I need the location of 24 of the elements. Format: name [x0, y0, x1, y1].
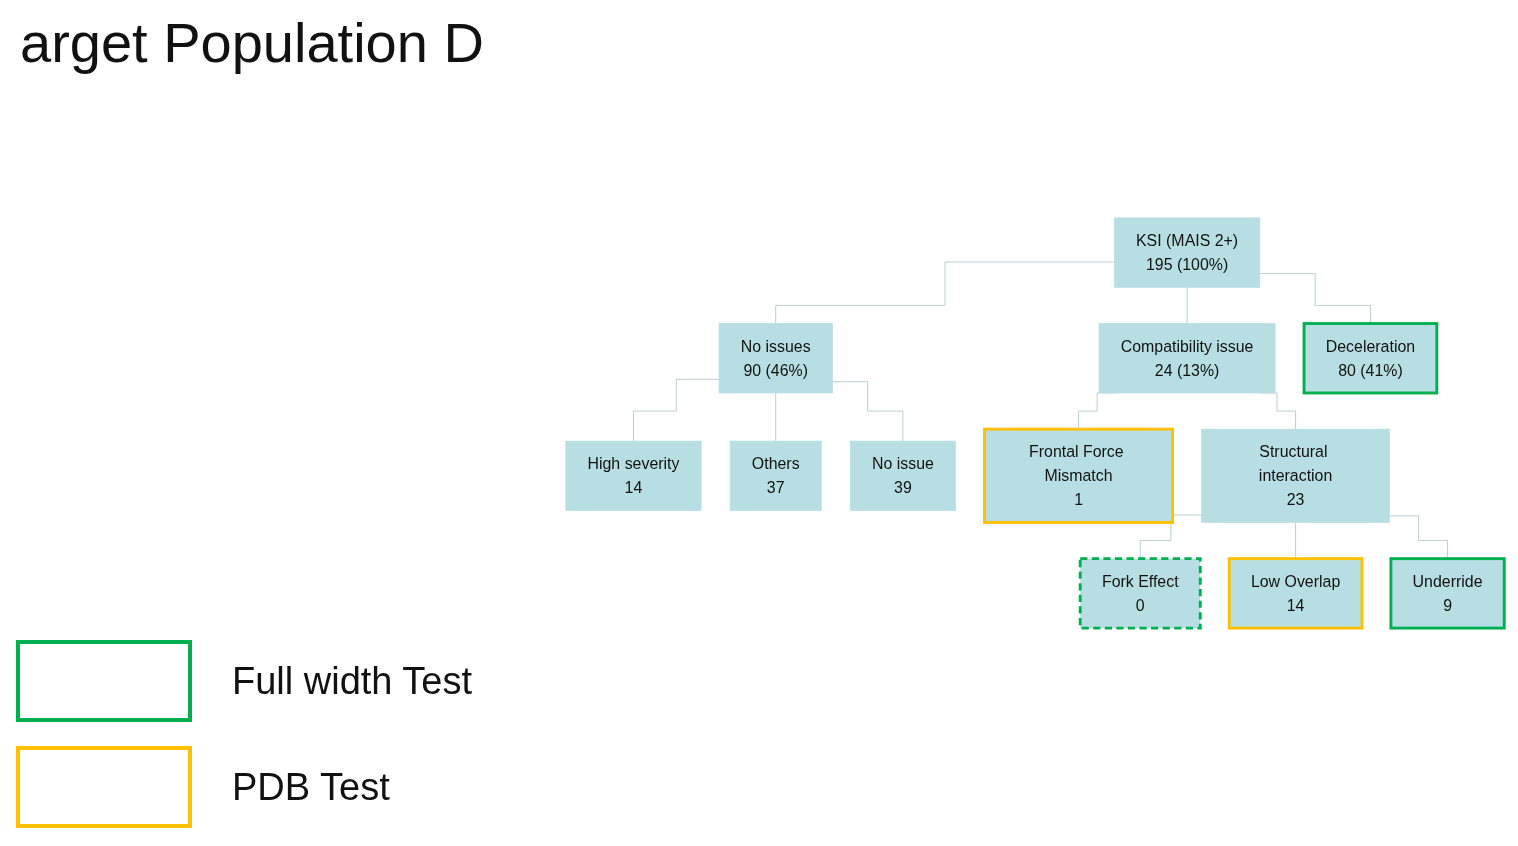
node-box: Low Overlap 14 [1227, 557, 1364, 630]
connector [775, 392, 777, 442]
node-box: Deceleration 80 (41%) [1302, 322, 1439, 395]
connector [1295, 522, 1296, 559]
node-box: No issue 39 [849, 440, 956, 511]
connector [1259, 273, 1371, 324]
legend-label: Full width Test [232, 659, 473, 703]
legend-label: PDB Test [232, 765, 390, 809]
connector [633, 378, 720, 442]
node-box: Structural interaction 23 [1201, 428, 1390, 523]
connector [1139, 514, 1202, 559]
node-box: KSI (MAIS 2+) 195 (100%) [1113, 217, 1261, 288]
node-box: No issues 90 (46%) [718, 323, 833, 394]
node-box: Compatibility issue 24 (13%) [1098, 323, 1276, 394]
node-box: Fork Effect 0 [1078, 557, 1202, 630]
node-box: High severity 14 [565, 440, 702, 511]
connector [1389, 515, 1448, 559]
node-box: Underride 9 [1389, 557, 1506, 630]
node-box: Frontal Force Mismatch 1 [983, 427, 1175, 524]
connector [1186, 287, 1188, 324]
connector [775, 261, 1115, 324]
diagram-title: arget Population D [20, 10, 484, 75]
connector [832, 381, 904, 442]
node-box: Others 37 [729, 440, 822, 511]
